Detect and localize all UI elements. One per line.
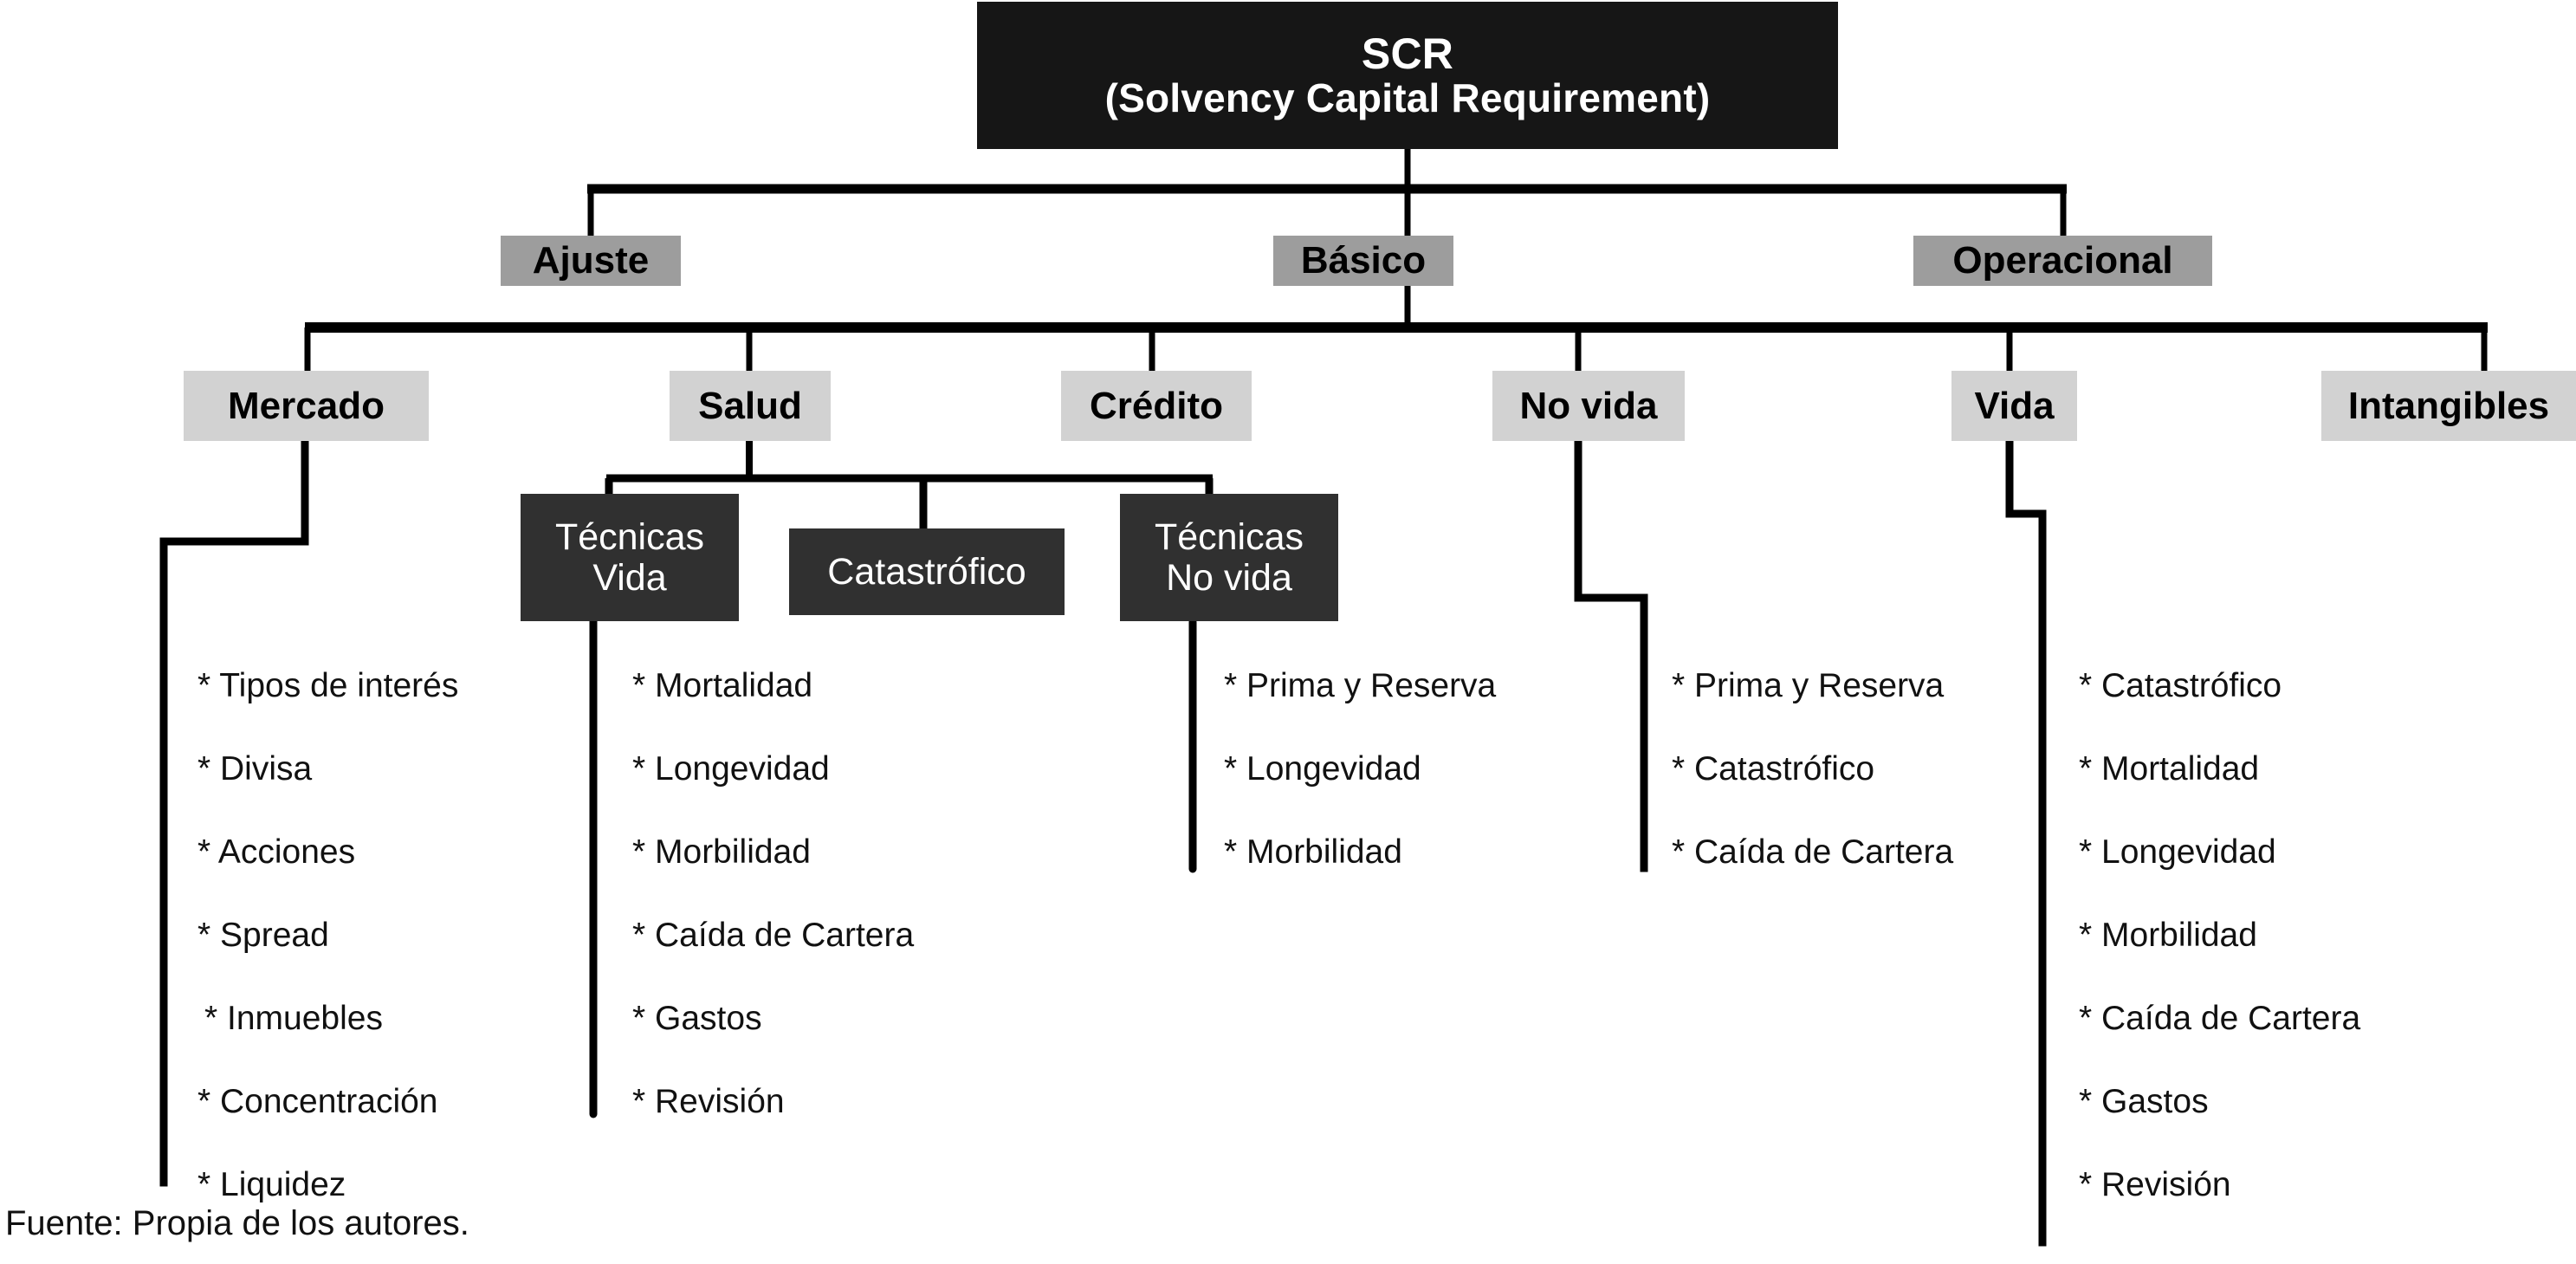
- node-tecnicas-no-vida-line2: No vida: [1166, 556, 1292, 599]
- node-mercado[interactable]: Mercado: [184, 371, 429, 441]
- wire-leaf-vida: [2005, 438, 2047, 1247]
- node-vida-label: Vida: [1974, 384, 2055, 427]
- list-item: * Gastos: [2079, 1083, 2209, 1120]
- node-salud[interactable]: Salud: [670, 371, 831, 441]
- list-item: * Inmuebles: [204, 1000, 383, 1037]
- list-item: * Morbilidad: [632, 833, 811, 871]
- node-basico-label: Básico: [1300, 239, 1427, 282]
- node-ajuste-label: Ajuste: [532, 239, 650, 282]
- list-item: * Spread: [197, 917, 329, 954]
- node-tecnicas-vida[interactable]: Técnicas Vida: [521, 494, 739, 621]
- list-item: * Tipos de interés: [197, 667, 459, 704]
- list-item: * Caída de Cartera: [2079, 1000, 2361, 1037]
- list-item: * Gastos: [632, 1000, 762, 1037]
- node-basico[interactable]: Básico: [1273, 236, 1453, 286]
- node-intangibles[interactable]: Intangibles: [2321, 371, 2576, 441]
- list-item: * Mortalidad: [2079, 750, 2260, 788]
- list-item: * Revisión: [632, 1083, 785, 1120]
- node-vida[interactable]: Vida: [1951, 371, 2077, 441]
- wire-leaf-no-vida: [1574, 438, 1648, 872]
- scr-title-sub: (Solvency Capital Requirement): [1104, 75, 1711, 121]
- node-catastrofico-label: Catastrófico: [827, 550, 1026, 593]
- node-no-vida[interactable]: No vida: [1492, 371, 1685, 441]
- list-item: * Longevidad: [2079, 833, 2276, 871]
- wire-leaf-mercado: [159, 438, 309, 1187]
- list-item: * Concentración: [197, 1083, 438, 1120]
- node-tecnicas-vida-line1: Técnicas: [554, 516, 705, 559]
- list-item: * Prima y Reserva: [1224, 667, 1497, 704]
- list-item: * Revisión: [2079, 1166, 2231, 1203]
- list-item: * Catastrófico: [2079, 667, 2282, 704]
- list-item: * Morbilidad: [1224, 833, 1402, 871]
- list-item: * Caída de Cartera: [632, 917, 915, 954]
- list-item: * Mortalidad: [632, 667, 813, 704]
- node-catastrofico[interactable]: Catastrófico: [789, 528, 1065, 615]
- node-ajuste[interactable]: Ajuste: [501, 236, 681, 286]
- scr-title-main: SCR: [1361, 29, 1454, 79]
- node-no-vida-label: No vida: [1519, 384, 1658, 427]
- node-salud-label: Salud: [698, 384, 802, 427]
- node-tecnicas-no-vida[interactable]: Técnicas No vida: [1120, 494, 1338, 621]
- list-item: * Catastrófico: [1672, 750, 1875, 788]
- list-item: * Longevidad: [1224, 750, 1421, 788]
- list-item: * Longevidad: [632, 750, 830, 788]
- node-operacional[interactable]: Operacional: [1913, 236, 2212, 286]
- source-caption: Fuente: Propia de los autores.: [5, 1204, 469, 1242]
- list-item: * Morbilidad: [2079, 917, 2257, 954]
- list-item: * Divisa: [197, 750, 313, 788]
- node-tecnicas-vida-line2: Vida: [592, 556, 667, 599]
- node-tecnicas-no-vida-line1: Técnicas: [1154, 516, 1304, 559]
- node-credito-label: Crédito: [1090, 384, 1223, 427]
- list-item: * Caída de Cartera: [1672, 833, 1954, 871]
- list-item: * Acciones: [197, 833, 356, 871]
- node-intangibles-label: Intangibles: [2347, 384, 2550, 427]
- node-credito[interactable]: Crédito: [1061, 371, 1252, 441]
- node-scr-root[interactable]: SCR (Solvency Capital Requirement): [977, 2, 1838, 149]
- node-operacional-label: Operacional: [1952, 239, 2173, 282]
- node-mercado-label: Mercado: [228, 384, 385, 427]
- list-item: * Liquidez: [197, 1166, 346, 1203]
- list-item: * Prima y Reserva: [1672, 667, 1945, 704]
